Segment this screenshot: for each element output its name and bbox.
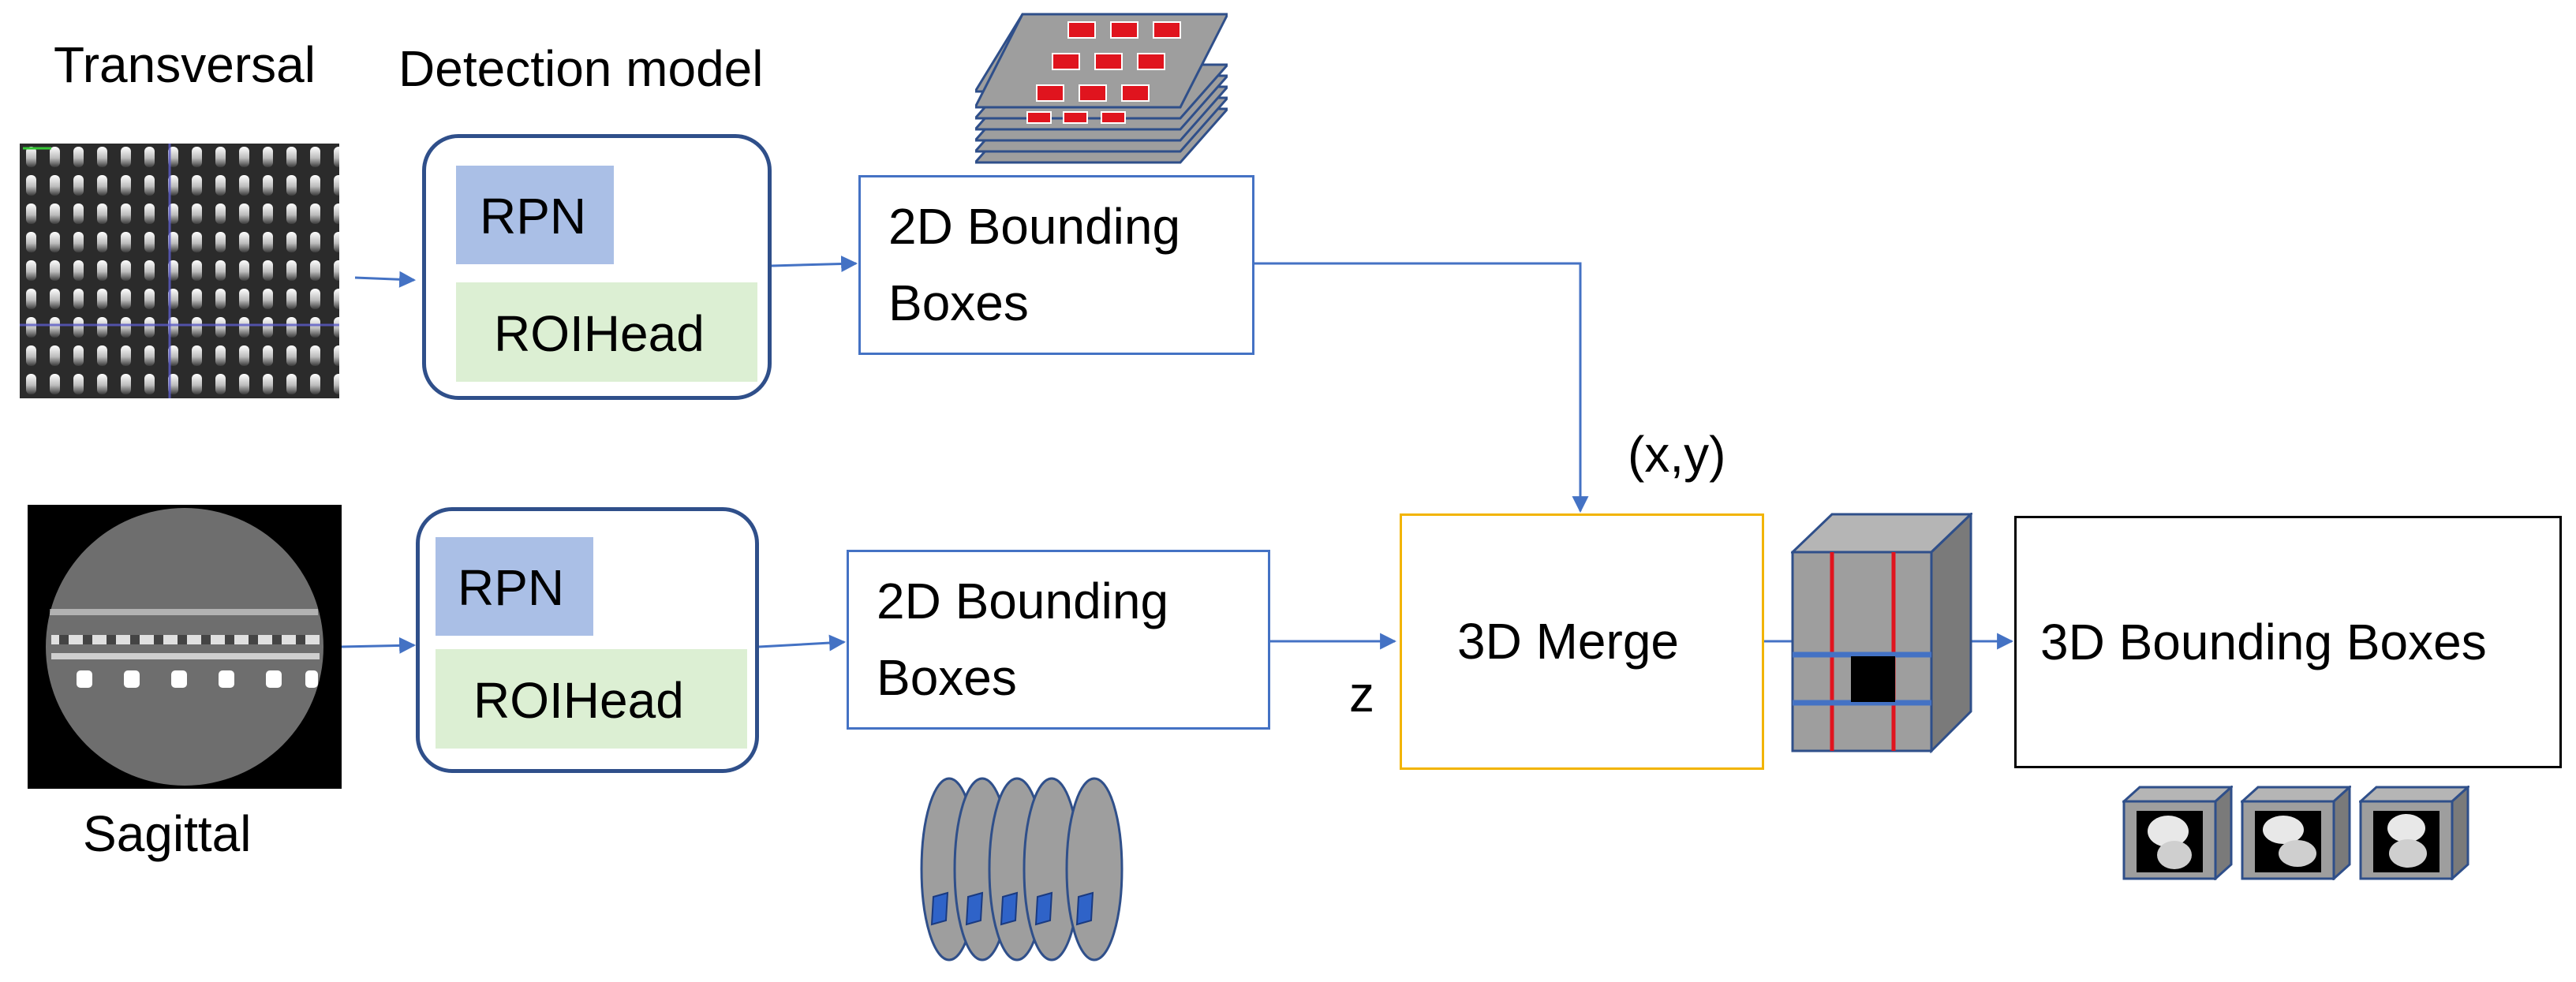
bottom-2d-bounding-boxes: 2D Bounding Boxes: [847, 550, 1270, 730]
z-coordinate-label: z: [1349, 666, 1374, 722]
transversal-label: Transversal: [54, 36, 316, 93]
stacked-slices-icon: [975, 13, 1228, 164]
bottom-2d-output-line1: 2D Bounding: [877, 573, 1169, 629]
3d-merge-label: 3D Merge: [1457, 613, 1679, 670]
top-roihead-block: ROIHead: [456, 282, 757, 382]
arrow-top-model-to-output: [771, 256, 858, 273]
top-2d-output-line1: 2D Bounding: [888, 198, 1181, 255]
merged-volume-cube-icon: [1791, 513, 1972, 753]
3d-box-thumbnail-1: [2122, 786, 2233, 880]
arrow-bottom-model-to-output: [758, 634, 847, 652]
top-2d-bounding-boxes: 2D Bounding Boxes: [858, 175, 1254, 355]
top-detection-model: RPN ROIHead: [422, 134, 772, 400]
arrow-top-output-to-merge: [1254, 262, 1589, 513]
transversal-scan-image: [20, 144, 339, 398]
3d-merge-box: 3D Merge: [1400, 513, 1764, 770]
bottom-detection-model: RPN ROIHead: [416, 507, 759, 773]
top-2d-output-line2: Boxes: [888, 274, 1029, 331]
sagittal-slices-icon: [920, 777, 1123, 961]
xy-coordinate-label: (x,y): [1628, 426, 1726, 483]
sagittal-label: Sagittal: [83, 805, 252, 862]
bottom-rpn-block: RPN: [436, 537, 593, 636]
bottom-roihead-block: ROIHead: [436, 649, 747, 749]
3d-bounding-boxes-box: 3D Bounding Boxes: [2014, 516, 2562, 768]
top-rpn-block: RPN: [456, 166, 614, 264]
3d-box-thumbnail-3: [2359, 786, 2469, 880]
3d-box-thumbnail-2: [2241, 786, 2351, 880]
detection-model-label: Detection model: [398, 40, 764, 97]
bottom-2d-output-line2: Boxes: [877, 649, 1017, 706]
bottom-roihead-label: ROIHead: [473, 672, 684, 729]
top-roihead-label: ROIHead: [494, 305, 705, 362]
3d-bounding-boxes-label: 3D Bounding Boxes: [2040, 614, 2487, 670]
sagittal-scan-image: [28, 505, 342, 789]
arrow-transversal-to-model: [354, 271, 417, 288]
arrow-sagittal-to-model: [340, 637, 417, 654]
bottom-rpn-label: RPN: [458, 559, 565, 616]
top-rpn-label: RPN: [480, 188, 587, 245]
